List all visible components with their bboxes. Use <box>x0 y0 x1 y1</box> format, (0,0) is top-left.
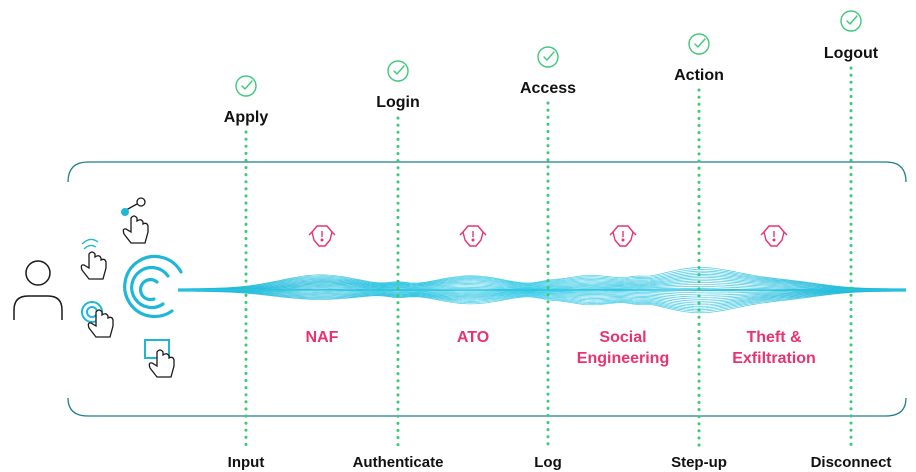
wave-strand <box>178 283 907 291</box>
wave-strand <box>177 290 907 312</box>
threat-line: Theft & <box>746 329 802 346</box>
wave-strand <box>178 290 906 306</box>
double-tap-icon <box>80 238 107 280</box>
wave-strand <box>178 278 906 290</box>
wave-strand <box>177 290 906 309</box>
threat-face-icon <box>760 225 788 247</box>
stage-label-logout: Logout <box>823 45 879 62</box>
tap-gesture-icon <box>81 301 114 338</box>
fingerprint-icon <box>123 254 183 319</box>
stage-sublabel-log: Log <box>534 454 562 471</box>
threat-line: Exfiltration <box>732 350 816 367</box>
signal-wave <box>177 267 907 314</box>
threat-face-icon <box>308 225 336 247</box>
threat-line: NAF <box>305 329 339 346</box>
frame-top <box>67 161 907 183</box>
threat-label-theft-exfiltration: Theft & Exfiltration <box>732 327 816 369</box>
wave-strand <box>178 282 906 291</box>
wave-strand <box>177 269 907 290</box>
wave-strand <box>178 287 907 294</box>
check-icon <box>840 10 862 32</box>
stage-lines <box>244 66 853 452</box>
stage-label-action: Action <box>674 67 724 84</box>
threat-label-social-engineering: Social Engineering <box>577 327 669 369</box>
check-icon <box>537 46 559 68</box>
wave-strand <box>177 275 907 290</box>
wave-strand <box>177 277 906 290</box>
user-icon <box>13 260 63 320</box>
threat-label-naf: NAF <box>306 327 339 348</box>
swipe-gesture-icon <box>121 197 149 244</box>
threat-line: Engineering <box>576 350 670 367</box>
wave-strand <box>178 280 906 290</box>
stage-sublabel-step-up: Step-up <box>671 454 727 471</box>
wave-strand <box>177 290 907 310</box>
wave-strand <box>177 273 907 290</box>
stage-sublabel-input: Input <box>227 454 265 471</box>
wave-strand <box>178 290 906 304</box>
threat-face-icon <box>459 225 487 247</box>
stage-label-login: Login <box>376 94 420 111</box>
wave-strand <box>177 290 907 314</box>
stage-label-apply: Apply <box>223 109 269 126</box>
wave-strand <box>177 267 907 290</box>
wave-strand <box>177 270 907 290</box>
wave-strand <box>177 272 907 290</box>
wave-strand <box>178 290 906 302</box>
threat-label-ato: ATO <box>457 327 489 348</box>
check-icon <box>688 33 710 55</box>
wave-strand <box>178 290 906 300</box>
threat-icons <box>308 225 788 247</box>
stage-label-access: Access <box>519 80 577 97</box>
stage-sublabel-disconnect: Disconnect <box>810 454 892 471</box>
click-gesture-icon <box>144 339 175 378</box>
check-icon <box>235 75 257 97</box>
threat-face-icon <box>609 225 637 247</box>
frame-bottom <box>67 397 907 417</box>
wave-strand <box>177 290 907 307</box>
checkpoints <box>235 10 862 97</box>
threat-line: ATO <box>456 329 490 346</box>
check-icon <box>387 60 409 82</box>
stage-sublabel-authenticate: Authenticate <box>352 454 444 471</box>
threat-line: Social <box>599 329 647 346</box>
